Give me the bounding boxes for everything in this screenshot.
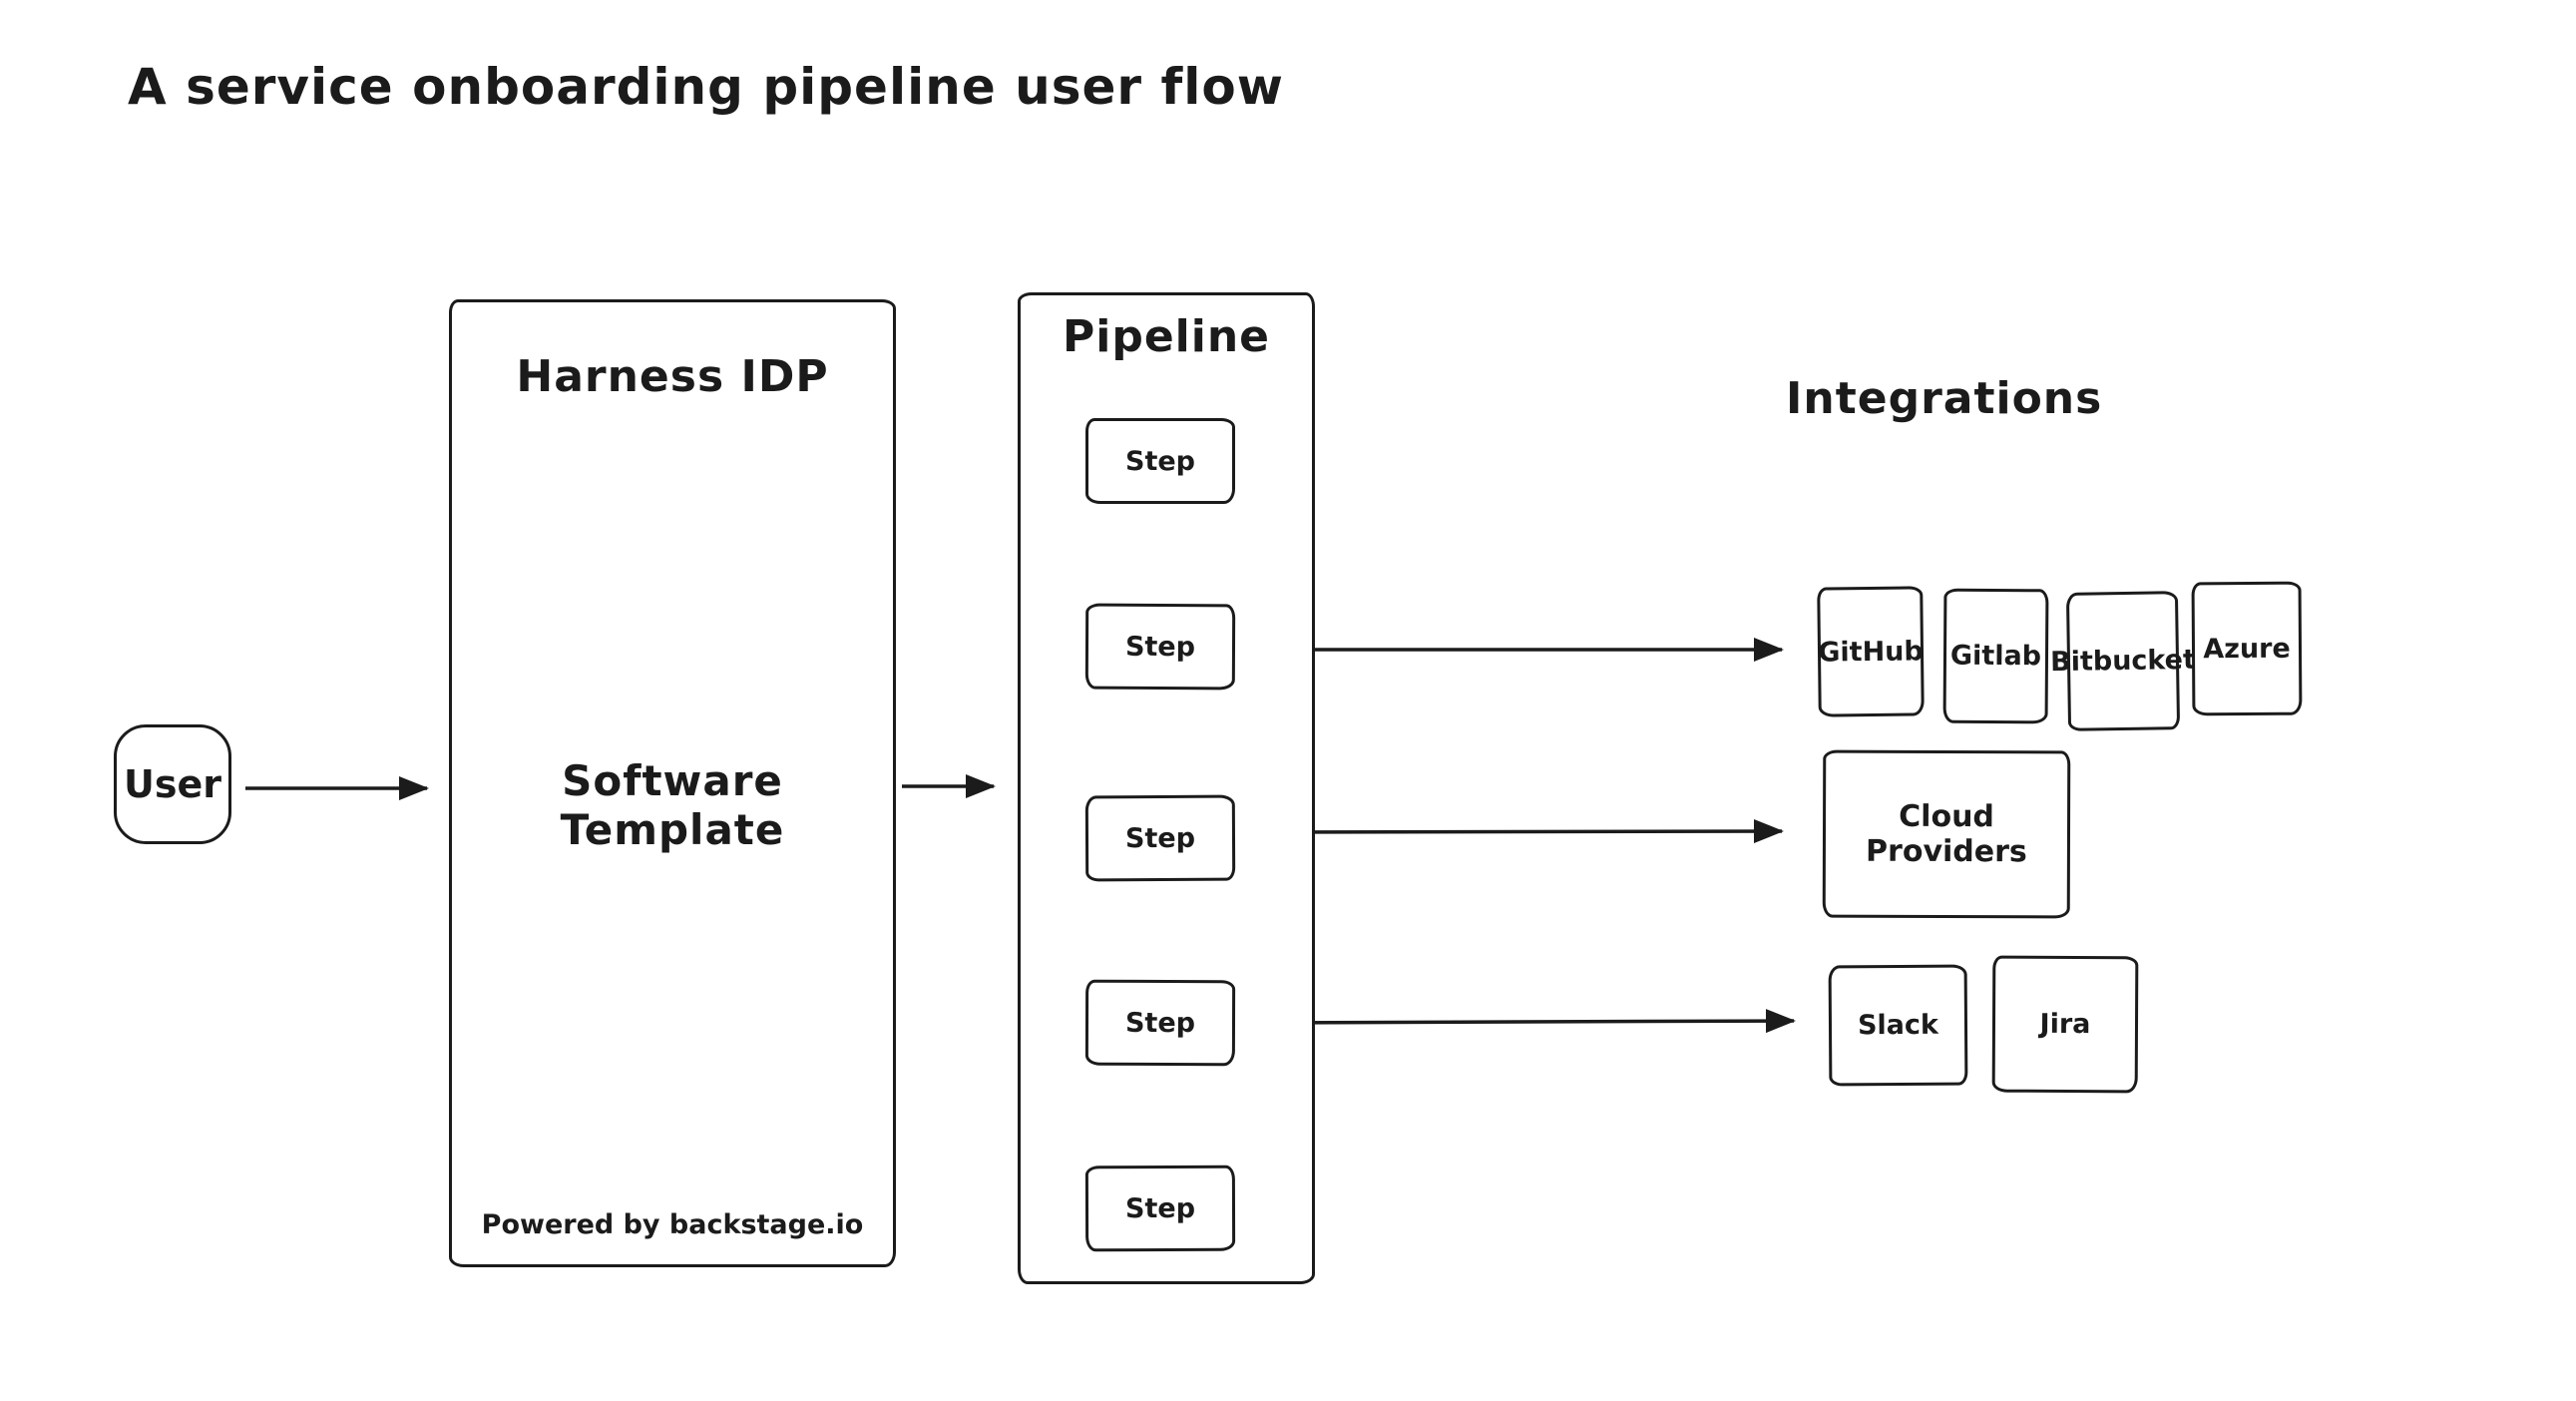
diagram-title: A service onboarding pipeline user flow [128,58,1284,116]
user-node-label: User [124,762,221,806]
powered-by-backstage-label: Powered by backstage.io [481,1209,864,1240]
integration-label: Jira [2039,1008,2091,1041]
pipeline-step-1: Step [1085,418,1235,504]
integration-slack: Slack [1828,964,1968,1087]
integrations-title: Integrations [1786,373,2103,424]
integration-label: Azure [2203,633,2291,665]
step-label: Step [1124,1007,1196,1039]
integration-jira: Jira [1991,955,2139,1094]
software-template-label: Software Template [560,756,785,854]
arrow-step4-to-slack [1262,1009,1796,1034]
pipeline-step-5: Step [1084,1165,1236,1252]
integration-github: GitHub [1817,586,1925,717]
integration-label: Gitlab [1949,640,2042,673]
pipeline-step-4: Step [1084,979,1236,1067]
arrow-step3-to-cloud-providers [1256,819,1784,844]
step-label: Step [1124,1192,1196,1224]
harness-idp-title: Harness IDP [516,351,829,402]
pipeline-title: Pipeline [1063,311,1270,362]
integration-label: Bitbucket [2049,644,2197,679]
integration-azure: Azure [2191,581,2303,716]
user-node: User [114,724,231,844]
pipeline-step-3: Step [1084,794,1236,882]
integration-label: Cloud Providers [1866,798,2027,870]
step-label: Step [1124,631,1196,663]
integration-cloud-providers: Cloud Providers [1822,749,2071,919]
step-label: Step [1125,445,1195,477]
integration-label: GitHub [1818,635,1924,669]
integration-gitlab: Gitlab [1942,588,2049,724]
integration-label: Slack [1857,1009,1939,1042]
integration-bitbucket: Bitbucket [2050,591,2196,731]
harness-idp-container [449,299,896,1267]
step-label: Step [1124,822,1196,854]
pipeline-step-2: Step [1084,603,1236,691]
